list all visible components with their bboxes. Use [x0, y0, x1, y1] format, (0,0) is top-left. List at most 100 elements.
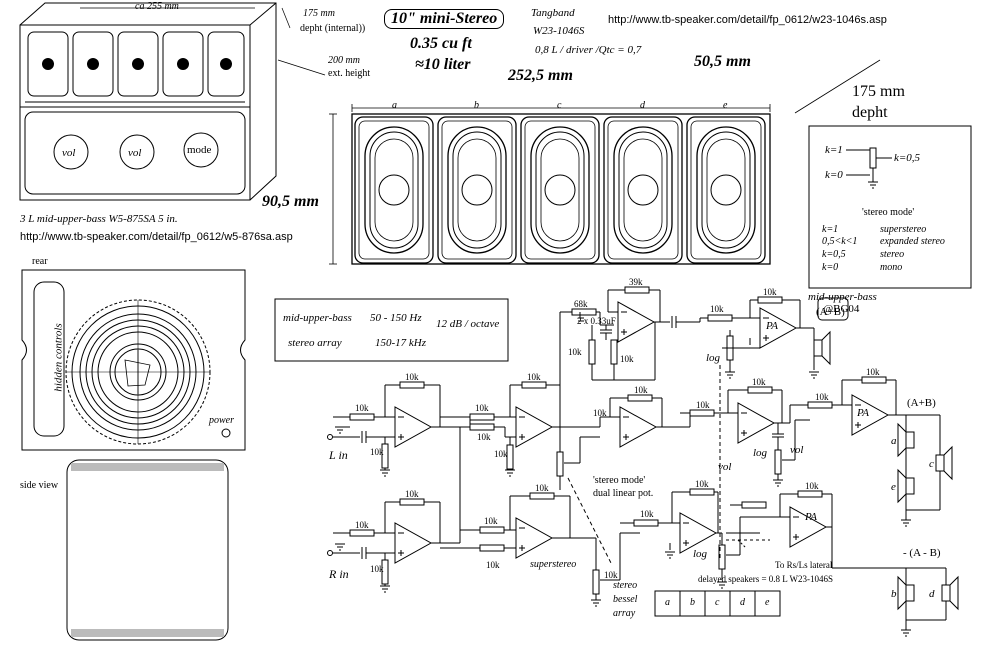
side-view-label: side view: [20, 480, 59, 491]
res-label: 10k: [695, 479, 709, 489]
enclosure-depth: 175 mm: [303, 8, 335, 19]
mode-row-desc: mono: [880, 262, 903, 273]
volume-cuft: 0.35 cu ft: [410, 35, 472, 52]
volume-liter: ≈10 liter: [415, 56, 471, 73]
res-label: 10k: [604, 570, 618, 580]
rear-label: rear: [32, 256, 48, 267]
res-label: 10k: [477, 432, 491, 442]
vol-label-1: vol: [718, 461, 732, 473]
res-label: 10k: [710, 304, 724, 314]
log-label-3: log: [693, 548, 708, 560]
speaker-label-d: d: [929, 588, 935, 600]
bessel-cell-a: a: [665, 597, 670, 608]
pa-label-1: PA: [766, 320, 779, 332]
res-label: 10k: [494, 449, 508, 459]
res-label: 10k: [815, 392, 829, 402]
bessel-label-2: bessel: [613, 594, 638, 605]
knob-mode[interactable]: mode: [187, 144, 212, 156]
baffle-depth: 175 mm: [852, 83, 905, 100]
bessel-cell-d: d: [740, 597, 745, 608]
enclosure-depth-note: depht (internal)): [300, 23, 366, 34]
enclosure-drawing: [19, 2, 326, 201]
baffle-height: 90,5 mm: [262, 193, 319, 210]
baffle-drawing: [329, 59, 881, 265]
speaker-label-e: e: [891, 481, 896, 493]
mode-row-k: k=0: [822, 262, 839, 273]
mode-row-desc: expanded stereo: [880, 236, 945, 247]
hidden-controls-label: hidden controls: [52, 323, 65, 392]
bessel-cell-e: e: [765, 597, 770, 608]
cap-label: 2 x 0.33uF: [577, 316, 616, 326]
knob-vol-left[interactable]: vol: [62, 147, 76, 159]
diagram-title: 10" mini-Stereo: [384, 9, 505, 29]
bass-driver-note: 3 L mid-upper-bass W5-875SA 5 in.: [20, 213, 178, 225]
speaker-label-a: a: [891, 435, 897, 447]
res-68k: 68k: [574, 299, 588, 309]
res-label: 10k: [370, 447, 384, 457]
enclosure-height-note: ext. height: [328, 68, 371, 79]
knob-vol-right[interactable]: vol: [128, 147, 142, 159]
driver-url[interactable]: http://www.tb-speaker.com/detail/fp_0612…: [608, 14, 887, 26]
res-label: 10k: [535, 483, 549, 493]
driver-label-a: a: [392, 100, 397, 111]
rs-note-2: delayed speakers = 0.8 L W23-1046S: [698, 574, 834, 584]
k0-label: k=0: [825, 169, 843, 181]
speaker-label-c: c: [929, 458, 934, 470]
res-label: 10k: [593, 408, 607, 418]
a-minus-b: - (A - B): [903, 547, 941, 559]
res-label: 10k: [568, 347, 582, 357]
res-label: 10k: [405, 372, 419, 382]
driver-label-d: d: [640, 100, 645, 111]
mode-row-desc: superstereo: [880, 224, 927, 235]
res-label: 10k: [486, 560, 500, 570]
res-label: 10k: [805, 481, 819, 491]
rs-note-1: To Rs/Ls lateral: [775, 560, 833, 570]
driver-label-c: c: [557, 100, 562, 111]
res-label: 10k: [640, 509, 654, 519]
rear-drawing: [21, 269, 246, 451]
driver-brand: Tangband: [531, 7, 575, 19]
dual-pot-label: dual linear pot.: [593, 488, 654, 499]
bessel-label-1: stereo: [613, 580, 638, 591]
res-label: 10k: [763, 287, 777, 297]
driver-spec: 0,8 L / driver /Qtc = 0,7: [535, 44, 642, 56]
res-label: 10k: [634, 385, 648, 395]
enclosure-height: 200 mm: [328, 55, 360, 66]
enclosure-width: ca 255 mm: [135, 1, 179, 12]
credit-box: [817, 297, 849, 321]
superstereo-label: superstereo: [530, 559, 577, 570]
spec-box: [274, 298, 509, 362]
log-label-2: log: [753, 447, 768, 459]
a-plus-b-mid: (A+B): [907, 397, 936, 409]
driver-model: W23-1046S: [533, 25, 585, 37]
pa-label-3: PA: [805, 511, 818, 523]
r-in-label: R in: [329, 567, 349, 581]
stereo-mode-caption: 'stereo mode': [862, 207, 915, 218]
baffle-width: 252,5 mm: [508, 67, 573, 84]
res-label: 10k: [355, 520, 369, 530]
stereo-mode-pot-label: 'stereo mode': [593, 475, 646, 486]
driver-dots: [42, 58, 232, 70]
spec-slope: 12 dB / octave: [436, 318, 500, 330]
log-label-1: log: [706, 352, 721, 364]
credit-label: @BG04: [823, 303, 860, 315]
vol-label-2: vol: [790, 444, 804, 456]
res-label: 10k: [355, 403, 369, 413]
mub-label: mid-upper-bass: [808, 291, 877, 303]
res-label: 10k: [475, 403, 489, 413]
spec-row1-name: mid-upper-bass: [283, 312, 352, 324]
driver-label-e: e: [723, 100, 728, 111]
mode-row-k: 0,5<k<1: [822, 236, 858, 247]
power-label: power: [209, 415, 234, 426]
res-label: 10k: [484, 516, 498, 526]
pa-label-2: PA: [857, 407, 870, 419]
baffle-depth-label: depht: [852, 104, 888, 121]
driver-width: 50,5 mm: [694, 53, 751, 70]
stereo-mode-box: [808, 125, 972, 289]
res-label: 10k: [696, 400, 710, 410]
circuit: [327, 286, 959, 637]
bass-driver-url[interactable]: http://www.tb-speaker.com/detail/fp_0612…: [20, 231, 293, 243]
res-label: 10k: [752, 377, 766, 387]
speaker-label-b: b: [891, 588, 897, 600]
